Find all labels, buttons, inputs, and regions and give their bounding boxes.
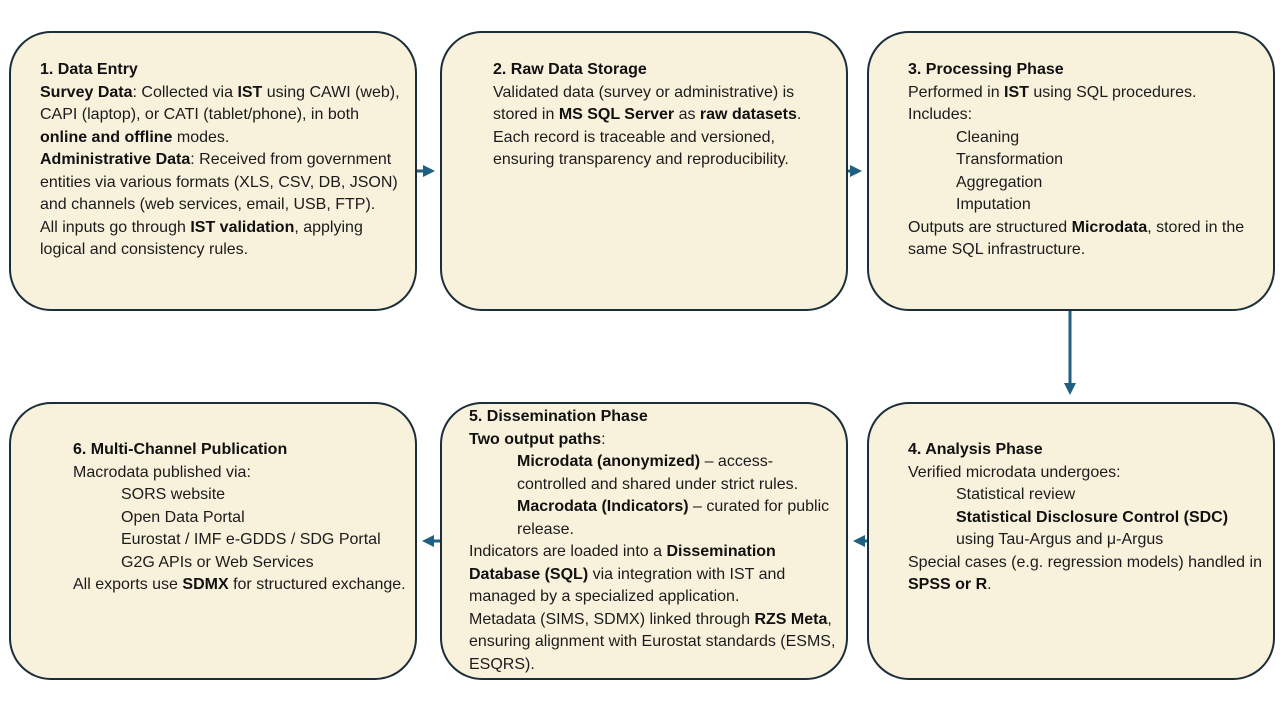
sql-server-label: MS SQL Server (558, 106, 675, 123)
macrodata-path-item: Macrodata (Indicators) – curated for pub… (469, 496, 840, 541)
review-item: Statistical review (956, 486, 1076, 503)
box-title: 1. Data Entry (40, 61, 138, 78)
step-item: Transformation (956, 151, 1063, 168)
box-title: 3. Processing Phase (908, 61, 1064, 78)
macrodata-label: Macrodata (Indicators) (517, 498, 689, 515)
box-title: 2. Raw Data Storage (493, 61, 647, 78)
box-title: 4. Analysis Phase (908, 441, 1043, 458)
text: via integration with IST and managed by … (469, 565, 786, 606)
text: Validated data (survey or administrative… (493, 83, 795, 124)
step-item: Imputation (956, 196, 1031, 213)
text: using CAWI (web), CAPI (laptop), or CATI… (40, 83, 400, 124)
output-paths-paragraph: Two output paths: (469, 429, 840, 452)
text: – access-controlled and shared under str… (517, 453, 799, 493)
text: . (796, 106, 802, 123)
survey-data-paragraph: Survey Data: Collected via IST using CAW… (40, 82, 407, 150)
box-title: 5. Dissemination Phase (469, 408, 648, 425)
output-paths-label: Two output paths (469, 430, 602, 448)
text: , stored in the same SQL infrastructure. (908, 218, 1245, 259)
channel-item: Open Data Portal (121, 508, 245, 526)
step-4-analysis-phase-box: 4. Analysis Phase Verified microdata und… (867, 402, 1275, 680)
spss-r-label: SPSS or R (908, 576, 988, 593)
administrative-data-label: Administrative Data (40, 151, 191, 168)
performed-paragraph: Performed in IST using SQL procedures. (908, 82, 1265, 105)
ist-validation-label: IST validation (190, 218, 295, 236)
metadata-paragraph: Metadata (SIMS, SDMX) linked through RZS… (469, 609, 840, 677)
text: : Collected via (132, 83, 238, 101)
text: Indicators are loaded into a (469, 543, 667, 560)
exports-paragraph: All exports use SDMX for structured exch… (73, 574, 407, 597)
step-1-data-entry-box: 1. Data Entry Survey Data: Collected via… (9, 31, 417, 311)
step-5-dissemination-phase-box: 5. Dissemination Phase Two output paths:… (440, 402, 848, 680)
text: Performed in (908, 83, 1005, 101)
validation-paragraph: All inputs go through IST validation, ap… (40, 217, 407, 262)
special-cases-paragraph: Special cases (e.g. regression models) h… (908, 552, 1265, 597)
text: All inputs go through (40, 218, 191, 236)
step-6-multi-channel-publication-box: 6. Multi-Channel Publication Macrodata p… (9, 402, 417, 680)
step-2-raw-data-storage-box: 2. Raw Data Storage Validated data (surv… (440, 31, 848, 311)
text: , ensuring alignment with Eurostat stand… (469, 610, 836, 673)
text: . (987, 576, 992, 593)
sdc-label: Statistical Disclosure Control (SDC) (956, 508, 1229, 526)
microdata-label: Microdata (1071, 218, 1148, 236)
text: Outputs are structured (908, 218, 1072, 236)
intro-paragraph: Verified microdata undergoes: (908, 463, 1121, 481)
sdc-item: Statistical Disclosure Control (SDC) usi… (908, 507, 1265, 552)
text: : Received from government entities via … (40, 151, 398, 213)
step-item: Aggregation (956, 173, 1043, 191)
text: – curated for public release. (517, 498, 830, 538)
modes-label: online and offline (40, 128, 173, 146)
text: : (601, 430, 606, 448)
step-item: Cleaning (956, 128, 1020, 146)
dissemination-db-label: Dissemination Database (SQL) (469, 543, 776, 583)
text: Special cases (e.g. regression models) h… (908, 553, 1262, 571)
text: using SQL procedures. (1028, 83, 1197, 101)
indicators-paragraph: Indicators are loaded into a Disseminati… (469, 541, 840, 609)
channel-item: G2G APIs or Web Services (121, 553, 314, 571)
traceability-paragraph: Each record is traceable and versioned, … (493, 128, 789, 169)
microdata-label: Microdata (anonymized) (517, 453, 701, 470)
outputs-paragraph: Outputs are structured Microdata, stored… (908, 217, 1265, 262)
text: for structured exchange. (228, 576, 406, 593)
sdmx-label: SDMX (182, 576, 229, 593)
text: using Tau-Argus and μ-Argus (956, 531, 1164, 548)
text: All exports use (73, 576, 183, 593)
intro-paragraph: Macrodata published via: (73, 463, 251, 481)
text: modes. (172, 128, 230, 146)
text: , applying logical and consistency rules… (40, 218, 363, 259)
raw-datasets-label: raw datasets (699, 106, 797, 123)
storage-paragraph: Validated data (survey or administrative… (493, 82, 838, 127)
microdata-path-item: Microdata (anonymized) – access-controll… (469, 451, 840, 496)
text: as (674, 106, 700, 123)
includes-label: Includes: (908, 106, 973, 123)
channel-item: SORS website (121, 486, 226, 503)
rzs-meta-label: RZS Meta (754, 610, 828, 628)
channel-item: Eurostat / IMF e-GDDS / SDG Portal (121, 531, 381, 548)
ist-label: IST (237, 83, 263, 101)
text: Metadata (SIMS, SDMX) linked through (469, 610, 755, 628)
box-title: 6. Multi-Channel Publication (73, 441, 288, 458)
step-3-processing-phase-box: 3. Processing Phase Performed in IST usi… (867, 31, 1275, 311)
survey-data-label: Survey Data (40, 83, 133, 101)
ist-label: IST (1004, 83, 1029, 101)
administrative-data-paragraph: Administrative Data: Received from gover… (40, 149, 407, 217)
